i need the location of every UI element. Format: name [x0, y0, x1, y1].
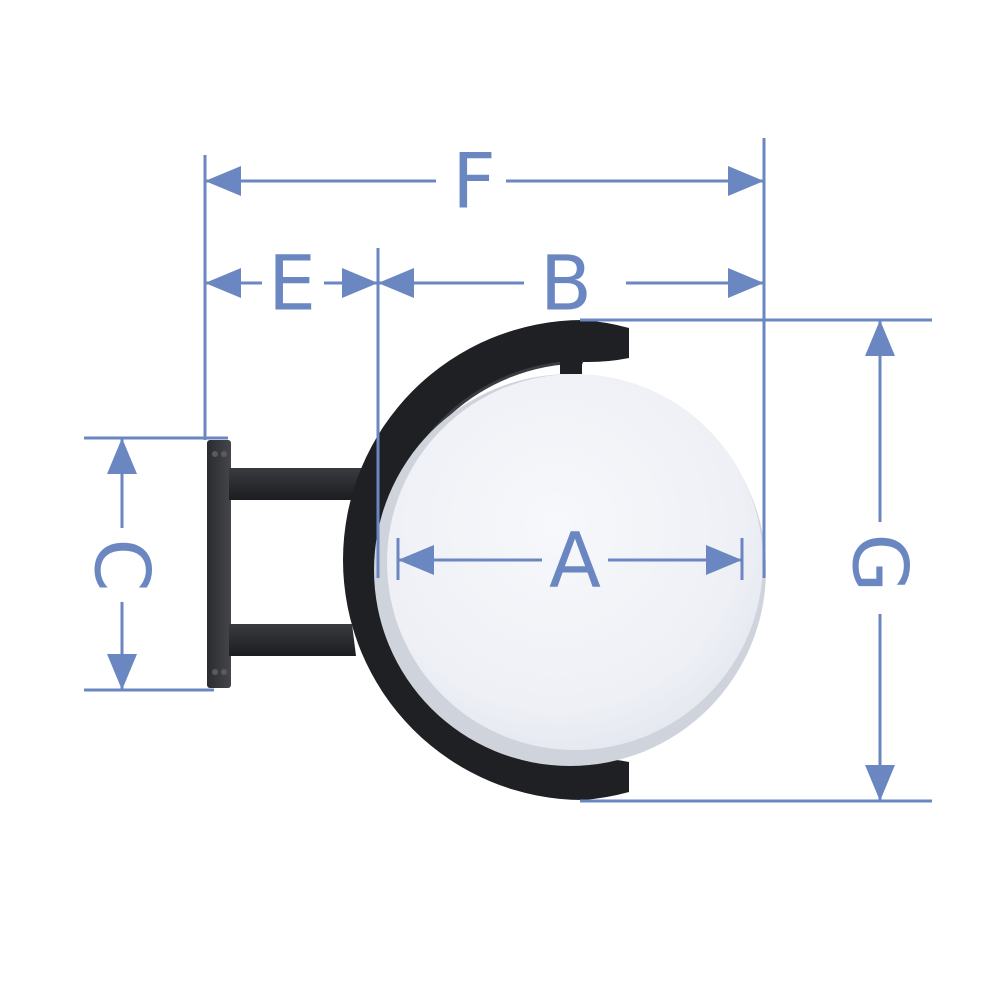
arrow-e-left: [205, 268, 241, 298]
dimension-label-b: B: [540, 239, 592, 328]
lower-arm: [229, 624, 356, 656]
top-pivot-tab: [560, 340, 582, 374]
wall-mount-plate: [207, 440, 231, 688]
light-box-sign: [207, 320, 766, 800]
dimension-label-e: E: [268, 239, 316, 328]
light-panel: [387, 374, 763, 750]
dimension-label-f: F: [452, 137, 496, 226]
arrow-b-left: [378, 268, 414, 298]
arrow-g-bottom: [865, 765, 895, 801]
arrow-e-right: [342, 268, 378, 298]
arrow-a-right: [706, 545, 742, 575]
arrow-f-right: [728, 166, 764, 196]
arrow-c-top: [107, 438, 137, 474]
mount-screw-top: [212, 451, 218, 457]
dimension-label-c: C: [78, 538, 167, 591]
arrow-g-top: [865, 320, 895, 356]
arrow-c-bottom: [107, 654, 137, 690]
mount-screw-top-2: [221, 451, 227, 457]
upper-arm: [229, 468, 362, 500]
dimension-label-g: G: [836, 534, 925, 593]
dimension-label-a: A: [549, 516, 601, 605]
arrow-a-left: [398, 545, 434, 575]
mount-screw-bottom-2: [221, 669, 227, 675]
dimension-lines: [84, 138, 932, 803]
mount-screw-bottom: [212, 669, 218, 675]
arrow-f-left: [205, 166, 241, 196]
arrow-b-right: [728, 268, 764, 298]
